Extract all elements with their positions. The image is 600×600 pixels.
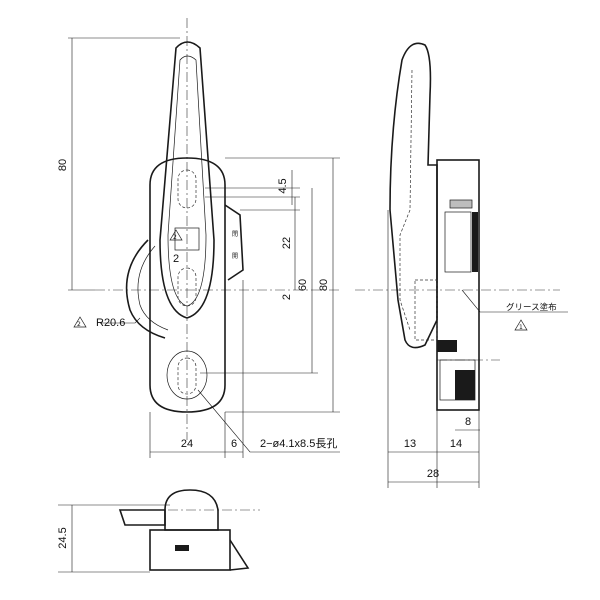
side-dimensions: 13 14 28 8 (387, 210, 480, 488)
dim-60-label: 60 (297, 279, 309, 291)
warning-mark-1: 2 (173, 234, 177, 241)
label-open: 開 (232, 253, 238, 260)
warning-mark-3: 1 (519, 324, 523, 331)
dim-2-left-label: 2 (173, 253, 179, 265)
bottom-boss (166, 350, 208, 400)
label-close: 閉 (232, 231, 238, 238)
dim-24-label: 24 (181, 438, 193, 450)
side-label-plate (444, 211, 472, 273)
holes-leader (197, 389, 340, 453)
dim-6-label: 6 (231, 438, 237, 450)
lever-inner (167, 55, 207, 307)
side-8-label: 8 (465, 416, 471, 428)
lever-arc-inner (137, 245, 169, 331)
cam-block (174, 227, 200, 251)
dim-22-label: 22 (281, 237, 293, 249)
warning-triangle-2 (73, 316, 87, 328)
bottom-height-label: 24.5 (57, 527, 69, 548)
center-slot (177, 267, 197, 307)
bottom-lever (164, 489, 219, 531)
side-28-label: 28 (427, 468, 439, 480)
grease-leader (461, 289, 568, 313)
bottom-lip (229, 539, 250, 571)
dim-80r-label: 80 (318, 279, 330, 291)
side-lever-hidden (399, 69, 413, 331)
label-plate (224, 204, 244, 281)
base-plate (149, 157, 226, 413)
side-13-label: 13 (404, 438, 416, 450)
front-dimensions: 80 4.5 22 2 60 80 2 2 R20.6 24 6 (57, 37, 340, 458)
dim-80-label: 80 (57, 159, 69, 171)
bottom-lever-tip (118, 509, 166, 526)
side-view: グリース塗布 1 (355, 42, 568, 411)
radius-label: R20.6 (96, 317, 125, 329)
lever-arc (125, 239, 166, 339)
side-top-lug (449, 199, 473, 209)
side-lever (389, 42, 438, 349)
bottom-base (149, 529, 231, 571)
dim-2-label: 2 (281, 294, 293, 300)
grease-label: グリース塗布 (506, 302, 557, 313)
side-hidden-block (414, 279, 438, 341)
lever-handle (159, 41, 215, 319)
bottom-slot (175, 545, 189, 551)
side-14-label: 14 (450, 438, 462, 450)
warning-triangle-1 (169, 229, 183, 241)
bottom-slot (177, 357, 197, 395)
side-latch-top (437, 340, 457, 352)
radius-leader (100, 317, 141, 324)
warning-triangle-3 (514, 319, 528, 331)
front-view: 閉 開 2 (95, 18, 340, 440)
dim-45-label: 4.5 (277, 178, 289, 193)
warning-mark-2: 2 (77, 321, 81, 328)
side-latch-block (455, 370, 475, 400)
top-slot (177, 169, 197, 209)
side-label-edge (472, 212, 478, 272)
holes-label: 2−ø4.1x8.5長孔 (260, 437, 337, 450)
bottom-view: 24.5 (57, 489, 260, 573)
